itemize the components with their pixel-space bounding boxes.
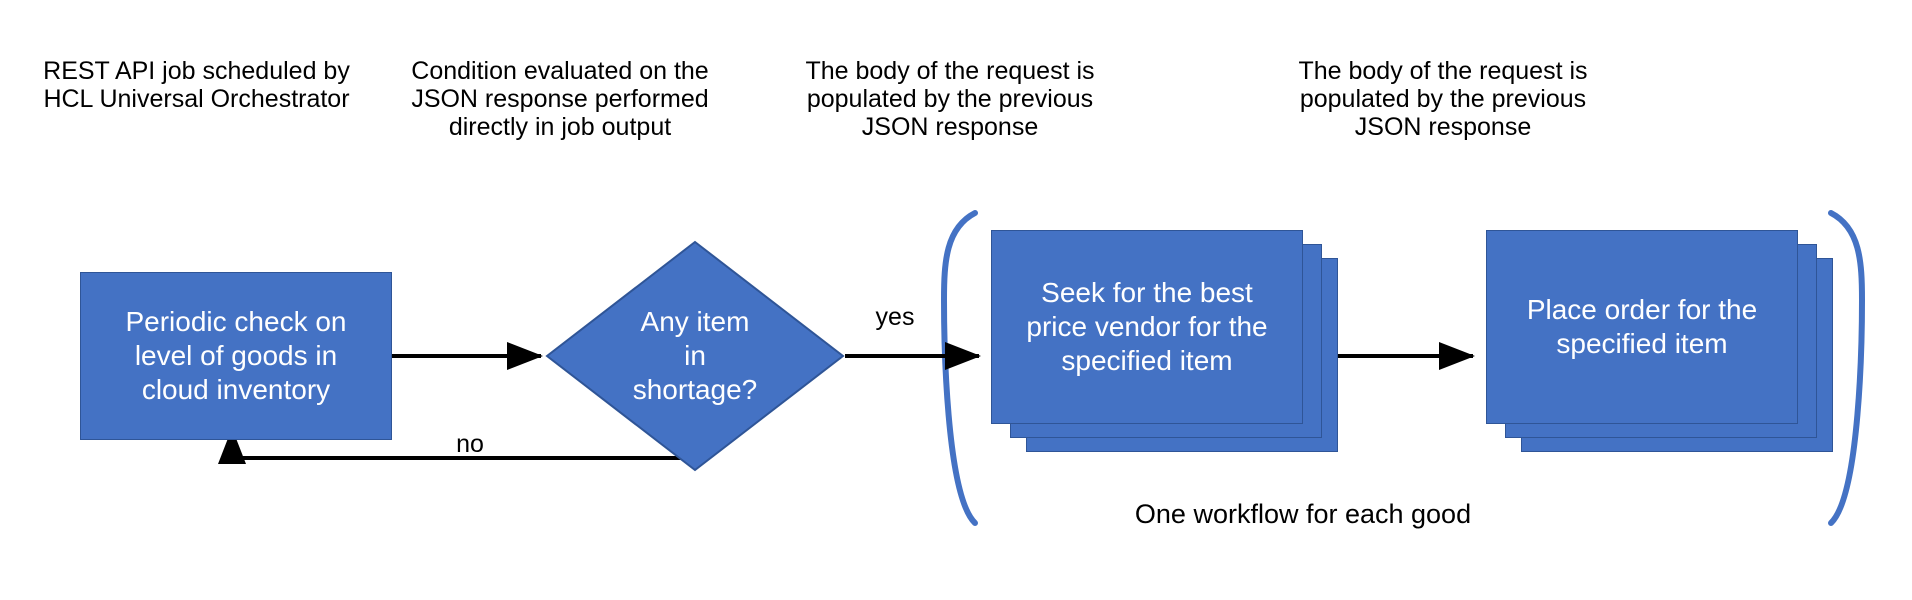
caption-rest-api-job: REST API job scheduled by HCL Universal … — [43, 57, 350, 113]
group-workflow-label: One workflow for each good — [1134, 499, 1472, 529]
caption-request-body-seek: The body of the request is populated by … — [805, 57, 1095, 141]
node-seek-vendor-front[interactable]: Seek for the best price vendor for the s… — [991, 230, 1303, 424]
node-place-order-front[interactable]: Place order for the specified item — [1486, 230, 1798, 424]
node-any-item-shortage[interactable]: Any item in shortage? — [545, 240, 845, 472]
group-bracket-left-icon — [940, 210, 978, 526]
node-periodic-check[interactable]: Periodic check on level of goods in clou… — [80, 272, 392, 440]
diamond-shape-icon — [545, 240, 845, 472]
edge-label-yes: yes — [875, 303, 915, 331]
caption-request-body-order: The body of the request is populated by … — [1298, 57, 1588, 141]
edge-label-no: no — [456, 430, 484, 458]
caption-condition-evaluated: Condition evaluated on the JSON response… — [411, 57, 709, 141]
group-bracket-right-icon — [1828, 210, 1866, 526]
